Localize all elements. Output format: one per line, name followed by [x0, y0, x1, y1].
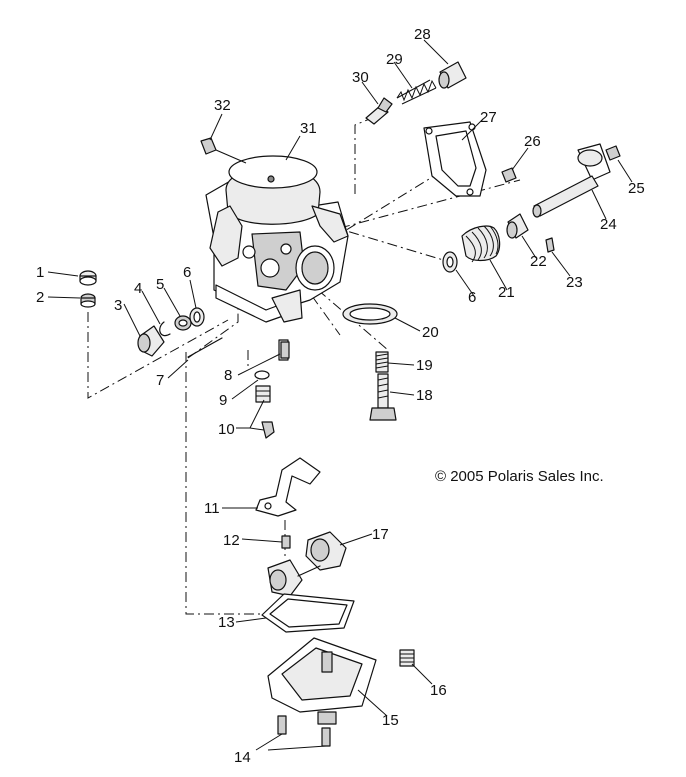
- callout-30: 30: [352, 69, 369, 86]
- part-27-cover-gasket: [423, 121, 487, 197]
- leader-lines: [47, 39, 633, 751]
- callout-1: 1: [36, 264, 44, 281]
- callout-20: 20: [422, 324, 439, 341]
- callout-21: 21: [498, 284, 515, 301]
- callout-6-left: 6: [183, 264, 191, 281]
- part-15-float-bowl: [267, 637, 377, 725]
- callout-15: 15: [382, 712, 399, 729]
- callout-14: 14: [234, 749, 251, 766]
- callout-29: 29: [386, 51, 403, 68]
- part-11-bracket: [255, 457, 321, 517]
- callout-9: 9: [219, 392, 227, 409]
- callout-12: 12: [223, 532, 240, 549]
- part-13-bowl-gasket: [261, 593, 355, 633]
- callout-2: 2: [36, 289, 44, 306]
- callout-18: 18: [416, 387, 433, 404]
- part-5-washer: [174, 315, 192, 331]
- callout-32: 32: [214, 97, 231, 114]
- callout-10: 10: [218, 421, 235, 438]
- part-9-oring: [254, 370, 270, 380]
- part-23-screw: [545, 237, 555, 253]
- callout-17: 17: [372, 526, 389, 543]
- callout-5: 5: [156, 276, 164, 293]
- callout-8: 8: [224, 367, 232, 384]
- part-6-seal-right: [442, 251, 458, 273]
- part-2-nut: [80, 293, 96, 308]
- part-22-bushing: [506, 213, 529, 239]
- callout-24: 24: [600, 216, 617, 233]
- callout-7: 7: [156, 372, 164, 389]
- callout-16: 16: [430, 682, 447, 699]
- callout-4: 4: [134, 280, 142, 297]
- callout-27: 27: [480, 109, 497, 126]
- part-1-cap: [79, 270, 97, 286]
- part-4-clip: [159, 321, 171, 337]
- part-30-needle: [365, 97, 393, 125]
- part-24-throttle-shaft: [532, 143, 611, 218]
- part-28-cap: [438, 61, 467, 89]
- callout-13: 13: [218, 614, 235, 631]
- part-12-screw: [281, 535, 291, 549]
- part-7-pin: [187, 337, 223, 358]
- callout-6-right: 6: [468, 289, 476, 306]
- part-19-spring: [375, 351, 389, 373]
- part-32-screw: [200, 137, 247, 164]
- part-17-float: [267, 531, 347, 597]
- callout-11: 11: [204, 500, 220, 517]
- callout-labels: 1 2 3 4 5 6 6 7 8 9 10 11 12 13 14 15 16…: [36, 26, 645, 766]
- part-21-spring: [461, 225, 501, 263]
- copyright-notice: © 2005 Polaris Sales Inc.: [435, 468, 604, 485]
- callout-22: 22: [530, 253, 547, 270]
- part-3-plug: [137, 325, 165, 357]
- callout-3: 3: [114, 297, 122, 314]
- carburetor-body: [205, 155, 349, 361]
- part-26-screw: [501, 167, 517, 183]
- callout-31: 31: [300, 120, 317, 137]
- callout-25: 25: [628, 180, 645, 197]
- part-6-seal-left: [189, 307, 205, 327]
- part-16-drain-screw: [399, 649, 415, 667]
- callout-19: 19: [416, 357, 433, 374]
- part-10-needle-valve: [255, 385, 275, 439]
- part-25-screw: [605, 145, 621, 161]
- callout-28: 28: [414, 26, 431, 43]
- callout-23: 23: [566, 274, 583, 291]
- part-29-spring: [396, 79, 437, 105]
- part-20-throttle-plate: [342, 303, 398, 325]
- callout-26: 26: [524, 133, 541, 150]
- part-18-idle-screw: [369, 373, 397, 421]
- part-8-jet: [280, 341, 290, 359]
